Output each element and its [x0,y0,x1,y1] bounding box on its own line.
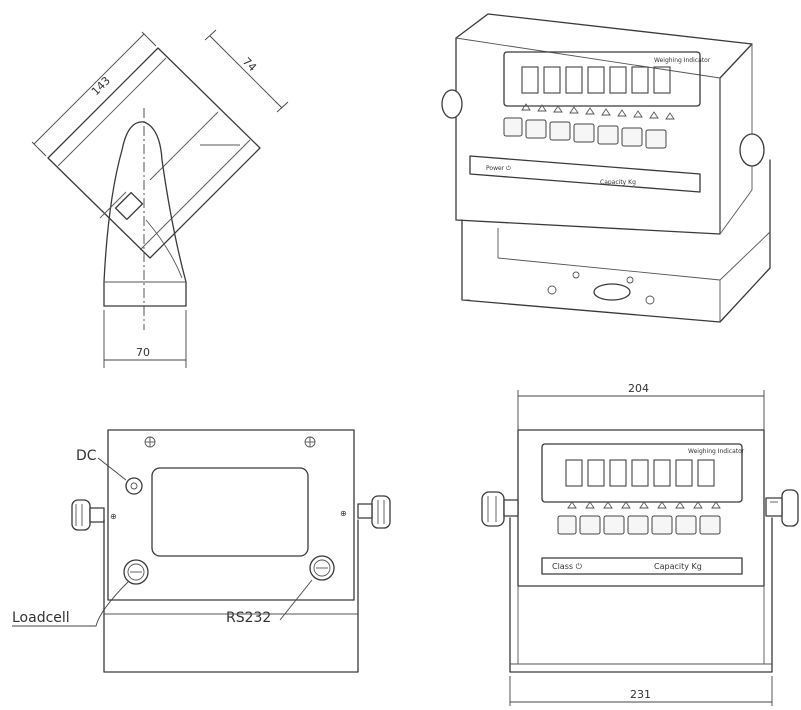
front-view-indicator-leds [567,501,721,509]
back-view: DC Loadcell RS232 ⊕ ⊕ [12,429,391,673]
side-view-depth-dimension: 74 [240,55,259,74]
side-view-housing [47,47,261,259]
perspective-brand: Weighing Indicator [654,57,711,64]
front-view-bracket [509,517,773,673]
perspective-display-window [503,51,701,107]
perspective-digits [521,66,671,94]
back-view-label-window [151,467,309,557]
side-view-bracket [103,121,187,307]
front-view-left-knob [481,491,519,527]
front-view-brand: Weighing Indicator [688,448,745,455]
perspective-housing [455,13,753,235]
front-view-right-knob [765,489,799,527]
loadcell-connector [123,559,149,585]
svg-text:⊕: ⊕ [110,512,117,521]
front-view: 204 Weighing Indicator [481,382,799,706]
perspective-plate-left: Power ⏻ [486,165,511,172]
front-view-digits [565,459,715,487]
front-view-plate-left: Class ⏻ [552,562,583,571]
rs232-connector [309,555,335,581]
perspective-right-knob [739,133,765,167]
label-rs232: RS232 [226,610,271,626]
perspective-mount-hole [593,283,631,301]
perspective-plate-right: Capacity Kg [600,179,636,186]
perspective-indicator-leds [521,103,675,120]
perspective-left-knob [441,89,463,119]
back-view-left-knob: ⊕ [71,499,117,531]
front-view-bottom-dimension: 231 [630,688,651,701]
front-view-top-dimension: 204 [628,382,649,395]
front-view-keypad [557,515,721,535]
back-view-right-knob: ⊕ [340,495,391,529]
side-view-height-dimension: 143 [89,74,113,98]
svg-text:⊕: ⊕ [340,509,347,518]
front-view-display-window [541,443,743,503]
perspective-name-plate [469,155,701,193]
perspective-view: Weighing Indicator [441,13,771,323]
back-view-panel [107,429,355,601]
label-loadcell: Loadcell [12,610,70,626]
side-view: 143 74 70 [31,29,289,368]
dc-jack [125,477,143,495]
perspective-keypad [503,117,667,149]
front-view-name-plate [541,557,743,575]
label-dc: DC [76,448,97,464]
front-view-plate-right: Capacity Kg [654,562,702,571]
side-view-width-dimension: 70 [136,346,150,359]
back-view-bracket [103,519,359,673]
